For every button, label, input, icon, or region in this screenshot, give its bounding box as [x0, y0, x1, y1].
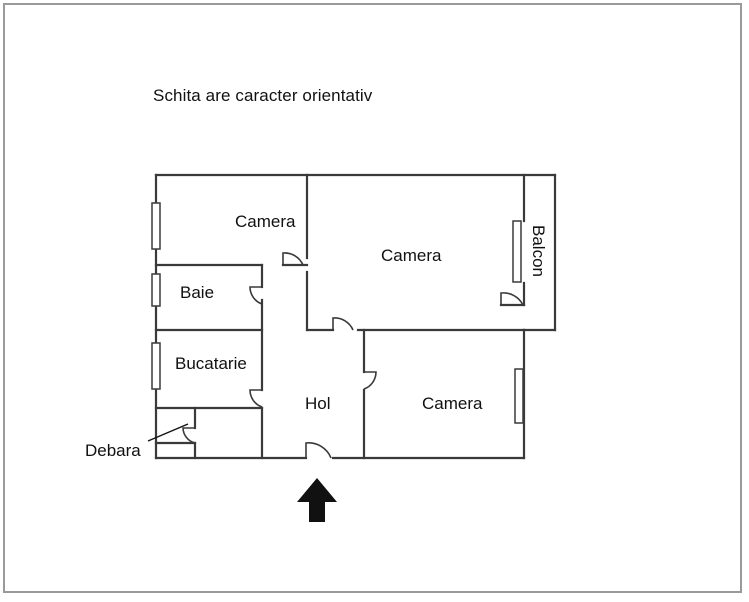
leader-line	[147, 423, 189, 442]
window-bucatarie	[151, 342, 161, 390]
windows-group	[151, 202, 524, 424]
room-label-hol: Hol	[305, 394, 331, 413]
door-arc-camera-top-right	[332, 317, 354, 331]
room-label-camera-top-right: Camera	[381, 246, 442, 265]
window-camera-top-left	[151, 202, 161, 250]
room-label-bucatarie: Bucatarie	[175, 354, 247, 373]
door-arc-camera-bottom-right	[363, 371, 377, 390]
door-arc-camera-top-left	[282, 252, 304, 266]
entrance-arrow-group	[297, 478, 337, 522]
room-label-camera-top-left: Camera	[235, 212, 296, 231]
debara-leader-line	[147, 423, 189, 442]
window-balcon	[512, 220, 522, 283]
image-border	[3, 3, 742, 593]
door-arc-baie	[249, 286, 263, 305]
page-title: Schita are caracter orientativ	[153, 86, 373, 105]
room-label-debara: Debara	[85, 441, 141, 460]
window-baie	[151, 273, 161, 307]
door-arc-entrance	[305, 442, 332, 459]
walls-group	[154, 173, 557, 460]
door-arc-bucatarie	[249, 389, 263, 408]
door-arc-balcon	[500, 292, 524, 306]
door-arcs-group	[182, 252, 524, 459]
window-camera-bottom-right	[514, 368, 524, 424]
room-label-camera-bottom-right: Camera	[422, 394, 483, 413]
room-label-baie: Baie	[180, 283, 215, 302]
room-label-balcon: Balcon	[529, 225, 548, 277]
door-arc-debara	[182, 427, 196, 444]
entrance-arrow-icon	[297, 478, 337, 522]
